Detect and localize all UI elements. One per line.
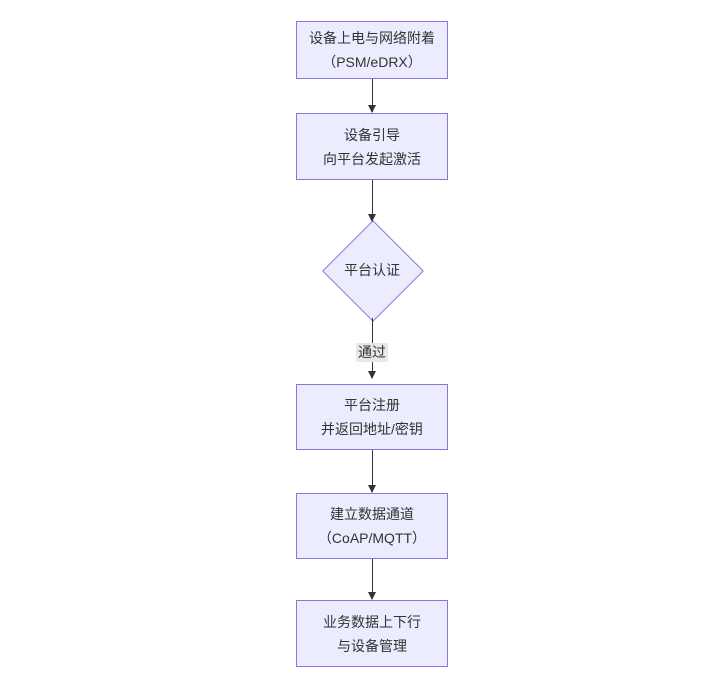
node-data-channel: 建立数据通道 （CoAP/MQTT） xyxy=(296,493,448,559)
node-platform-register: 平台注册 并返回地址/密钥 xyxy=(296,384,448,450)
edge-label-pass: 通过 xyxy=(356,343,388,362)
node-label: （PSM/eDRX） xyxy=(322,54,422,70)
arrow-down-icon xyxy=(368,559,376,600)
node-device-bootstrap: 设备引导 向平台发起激活 xyxy=(296,113,448,180)
node-business-data: 业务数据上下行 与设备管理 xyxy=(296,600,448,667)
node-label: 设备引导 xyxy=(344,126,400,143)
node-label: 平台注册 xyxy=(344,397,400,413)
node-label: 并返回地址/密钥 xyxy=(321,421,423,437)
node-label: 业务数据上下行 xyxy=(323,613,421,630)
node-label: 建立数据通道 xyxy=(330,506,414,522)
arrow-down-icon xyxy=(368,450,376,493)
node-label: 平台认证 xyxy=(344,262,400,278)
arrow-down-icon xyxy=(368,79,376,113)
node-label: 设备上电与网络附着 xyxy=(309,30,435,46)
node-label: 向平台发起激活 xyxy=(323,150,421,167)
node-power-network-attach: 设备上电与网络附着 （PSM/eDRX） xyxy=(296,21,448,79)
node-label: （CoAP/MQTT） xyxy=(317,530,427,546)
arrow-down-icon xyxy=(368,180,376,222)
node-label: 与设备管理 xyxy=(337,637,407,654)
